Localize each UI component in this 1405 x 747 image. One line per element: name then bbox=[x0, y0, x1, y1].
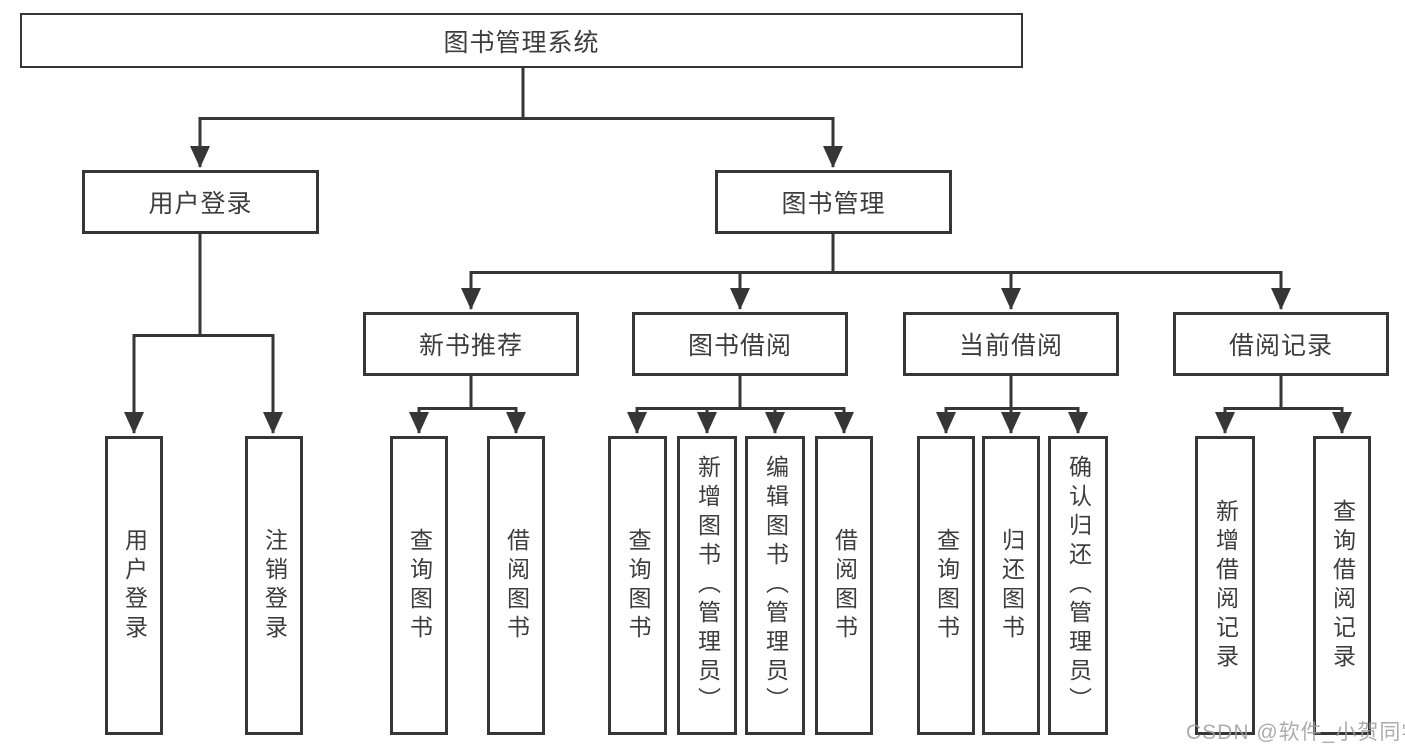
node-book-borrowing: 图书借阅 bbox=[632, 312, 848, 376]
leaf-query-books: 查询图书 bbox=[917, 436, 975, 735]
leaf-query-borrow-record: 查询借阅记录 bbox=[1313, 436, 1371, 735]
leaf-label: 注销登录 bbox=[261, 527, 288, 644]
leaf-label: 借阅图书 bbox=[831, 527, 858, 644]
node-book-management: 图书管理 bbox=[715, 170, 952, 234]
leaf-label: 归还图书 bbox=[998, 527, 1025, 644]
node-label: 图书管理 bbox=[781, 190, 886, 218]
leaf-label: 查询图书 bbox=[625, 527, 651, 644]
leaf-label: 查询借阅记录 bbox=[1329, 498, 1356, 673]
leaf-query-books: 查询图书 bbox=[608, 436, 667, 735]
leaf-add-books-admin: 新增图书（管理员） bbox=[677, 436, 737, 735]
node-label: 用户登录 bbox=[148, 190, 253, 218]
leaf-label: 查询图书 bbox=[406, 527, 433, 644]
node-new-book-recommendation: 新书推荐 bbox=[363, 312, 579, 376]
leaf-borrow-books: 借阅图书 bbox=[815, 436, 873, 735]
node-label: 借阅记录 bbox=[1228, 332, 1333, 360]
leaf-borrow-books: 借阅图书 bbox=[487, 436, 545, 735]
leaf-return-books: 归还图书 bbox=[982, 436, 1040, 735]
leaf-user-login: 用户登录 bbox=[105, 436, 163, 735]
node-current-borrowing: 当前借阅 bbox=[903, 312, 1119, 376]
node-label: 图书借阅 bbox=[687, 332, 792, 360]
leaf-confirm-return-admin: 确认归还（管理员） bbox=[1048, 436, 1108, 735]
leaf-label: 查询图书 bbox=[933, 527, 960, 644]
leaf-query-books: 查询图书 bbox=[390, 436, 448, 735]
leaf-edit-books-admin: 编辑图书（管理员） bbox=[745, 436, 805, 735]
node-label: 新书推荐 bbox=[418, 332, 523, 360]
leaf-label: 编辑图书（管理员） bbox=[762, 455, 789, 716]
leaf-logout: 注销登录 bbox=[245, 436, 303, 735]
leaf-label: 借阅图书 bbox=[503, 527, 530, 644]
node-user-login: 用户登录 bbox=[82, 170, 319, 234]
leaf-label: 新增借阅记录 bbox=[1212, 498, 1239, 673]
csdn-watermark: CSDN @软件_小贺同学 bbox=[1186, 721, 1405, 744]
node-label: 图书管理系统 bbox=[443, 28, 600, 57]
node-label: 当前借阅 bbox=[958, 332, 1063, 360]
leaf-label: 确认归还（管理员） bbox=[1065, 455, 1092, 716]
leaf-label: 新增图书（管理员） bbox=[694, 455, 721, 716]
node-borrowing-records: 借阅记录 bbox=[1173, 312, 1389, 376]
leaf-add-borrow-record: 新增借阅记录 bbox=[1195, 436, 1255, 735]
leaf-label: 用户登录 bbox=[121, 527, 148, 644]
node-library-management-system: 图书管理系统 bbox=[20, 13, 1023, 68]
